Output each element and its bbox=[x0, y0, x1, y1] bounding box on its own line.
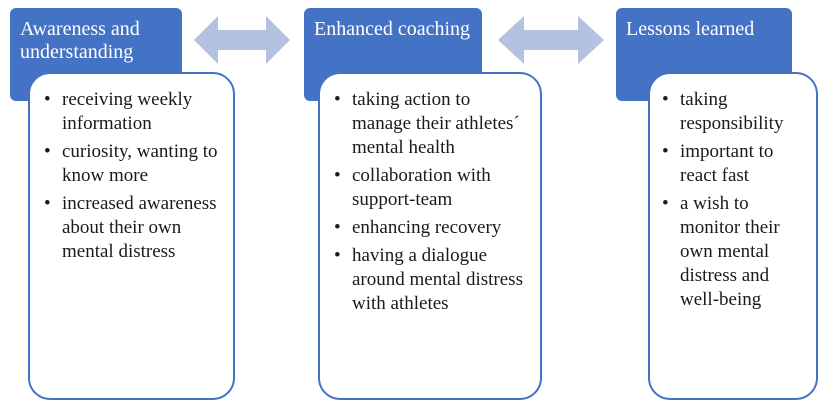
list-item: collaboration with support-team bbox=[332, 164, 534, 212]
header-lessons-learned-label: Lessons learned bbox=[626, 18, 755, 40]
list-item: taking responsibility bbox=[660, 88, 810, 136]
header-awareness-label: Awareness and understanding bbox=[20, 18, 140, 63]
list-item: increased awareness about their own ment… bbox=[42, 192, 225, 264]
list-item: important to react fast bbox=[660, 140, 810, 188]
list-item: receiving weekly information bbox=[42, 88, 225, 136]
card-awareness: receiving weekly information curiosity, … bbox=[28, 72, 235, 400]
header-enhanced-coaching-label: Enhanced coaching bbox=[314, 18, 471, 40]
card-enhanced-coaching: taking action to manage their athletes´ … bbox=[318, 72, 542, 400]
double-arrow-icon bbox=[194, 16, 290, 64]
double-arrow-icon bbox=[498, 16, 604, 64]
list-item: a wish to monitor their own mental distr… bbox=[660, 192, 810, 312]
list-item: curiosity, wanting to know more bbox=[42, 140, 225, 188]
list-item: enhancing recovery bbox=[332, 216, 534, 240]
list-item: taking action to manage their athletes´ … bbox=[332, 88, 534, 160]
list-item: having a dialogue around mental distress… bbox=[332, 244, 534, 316]
card-lessons-learned: taking responsibility important to react… bbox=[648, 72, 818, 400]
